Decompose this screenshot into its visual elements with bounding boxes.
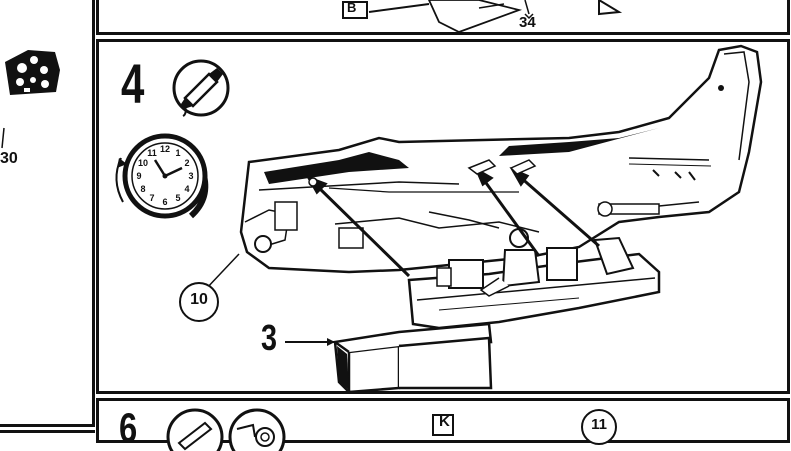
paint-brush-icon xyxy=(228,408,286,451)
fuselage-half xyxy=(239,44,763,274)
assembly-step-panel: 4 12 1 2 3 4 5 6 7 8 9 10 11 xyxy=(96,39,790,394)
part-number-label: 34 xyxy=(519,14,536,31)
step-number: 4 xyxy=(121,52,145,115)
callout-part-number: 11 xyxy=(591,416,607,433)
marker-letter: B xyxy=(347,0,357,15)
clock-numeral: 11 xyxy=(147,148,157,158)
clock-numeral: 2 xyxy=(184,158,189,168)
glue-tube-icon xyxy=(172,59,230,117)
clock-numeral: 12 xyxy=(160,144,170,154)
clock-numeral: 7 xyxy=(149,193,154,203)
panel-divider xyxy=(0,430,95,442)
marker-letter: K xyxy=(439,413,450,430)
decal-sheet-icon xyxy=(1,50,60,149)
next-step-panel: 6 K 11 xyxy=(96,398,790,451)
clock-numeral: 4 xyxy=(184,184,189,194)
wing-part-diagram xyxy=(342,0,623,33)
clock-numeral: 5 xyxy=(175,193,180,203)
part-label-number: 3 xyxy=(261,317,278,358)
clock-numeral: 10 xyxy=(138,158,148,168)
knife-tool-icon xyxy=(166,408,224,451)
clock-numeral: 1 xyxy=(175,148,180,158)
step-number: 6 xyxy=(119,404,138,451)
callout-part-number: 10 xyxy=(190,291,208,308)
clock-numeral: 9 xyxy=(136,171,141,181)
clock-icon: 12 1 2 3 4 5 6 7 8 9 10 11 xyxy=(115,133,209,219)
previous-step-panel: 30 xyxy=(0,0,95,427)
part-callout-circle xyxy=(179,282,219,322)
marker-box xyxy=(432,414,454,436)
part-number-label: 30 xyxy=(0,150,18,167)
clock-numeral: 8 xyxy=(140,184,145,194)
clock-numeral: 6 xyxy=(162,197,167,207)
previous-step-bottom-panel: B 34 xyxy=(96,0,790,35)
fuselage-assembly-diagram xyxy=(204,44,763,392)
clock-numeral: 3 xyxy=(188,171,193,181)
